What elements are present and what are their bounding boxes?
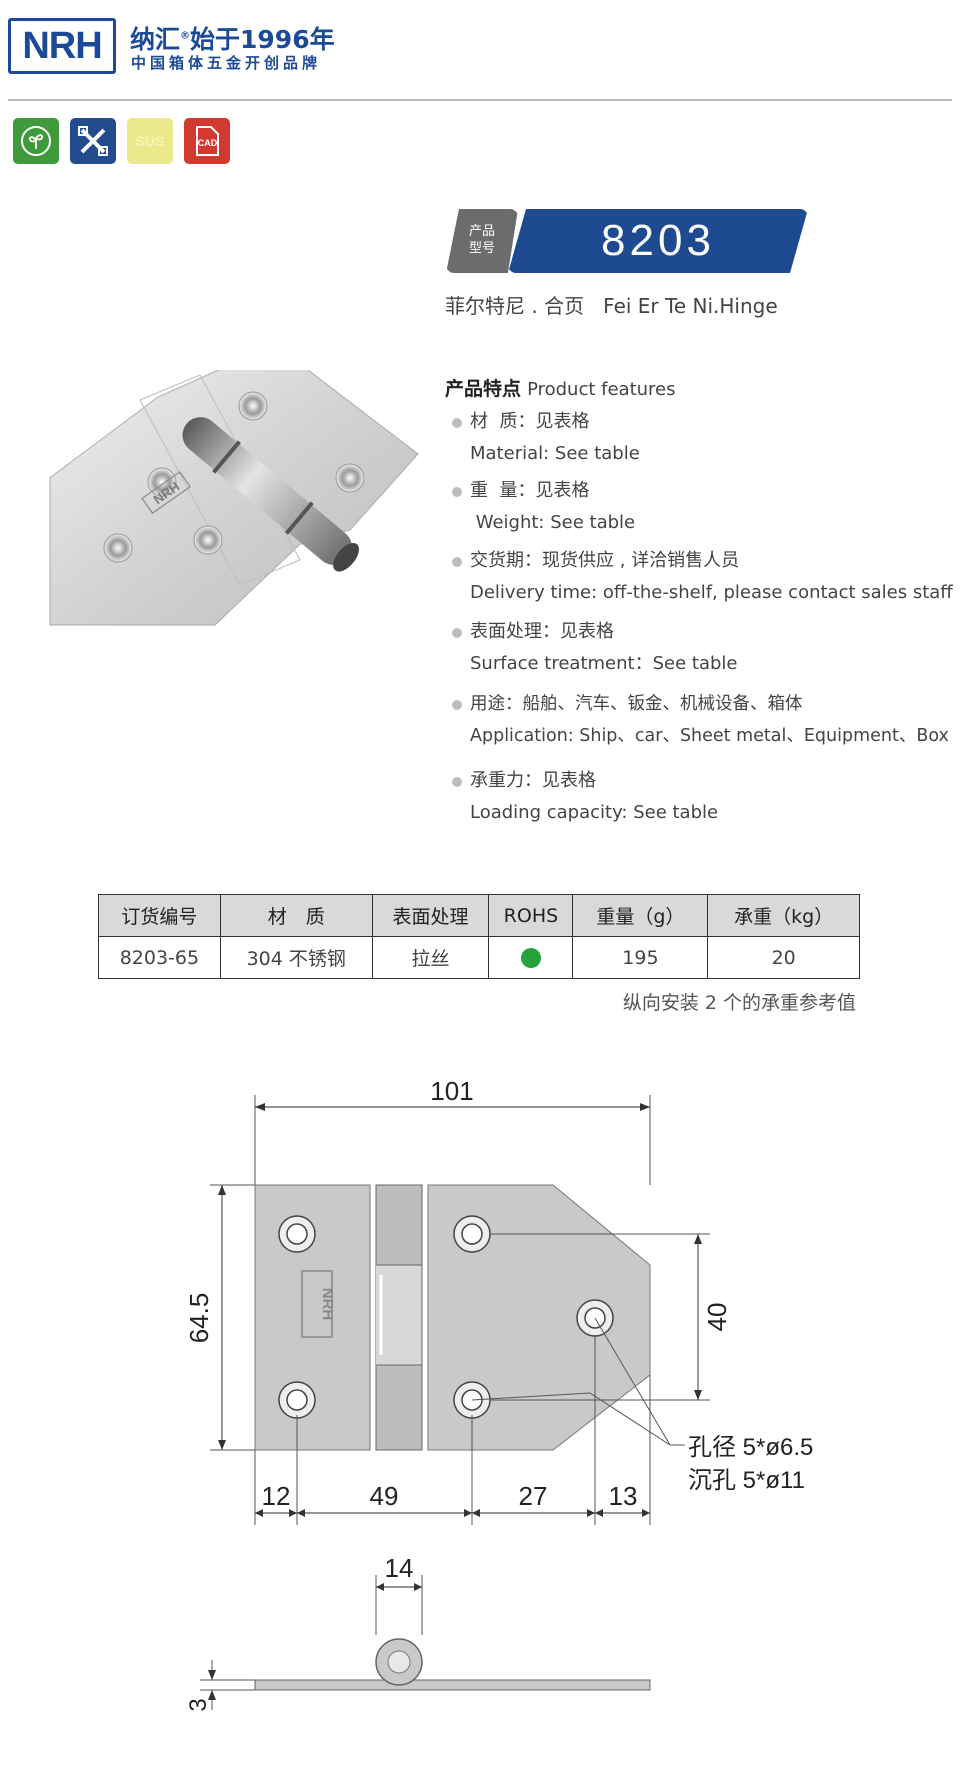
feature-item: 材 质：见表格 Material: See table xyxy=(452,406,640,470)
technical-drawing: 101 64.5 NRH 40 孔径 5*ø6.5 沉孔 5*ø11 xyxy=(184,1076,813,1712)
dim-hole-spacing: 40 xyxy=(702,1303,732,1332)
cell-rohs xyxy=(488,936,574,979)
tools-icon xyxy=(70,118,116,164)
brand-logo: NRH xyxy=(8,18,116,74)
dim-pin-width: 14 xyxy=(385,1553,414,1583)
eco-icon xyxy=(13,118,59,164)
header-finish: 表面处理 xyxy=(371,894,490,937)
header-weight: 重量（g） xyxy=(572,894,709,937)
model-tag: 产品 型号 xyxy=(446,209,518,273)
dim-12: 12 xyxy=(262,1481,291,1511)
table-header-row: 订货编号 材 质 表面处理 ROHS 重量（g） 承重（kg） xyxy=(98,894,860,937)
cad-icon: CAD xyxy=(184,118,230,164)
dim-width-total: 101 xyxy=(430,1076,473,1106)
cell-material: 304 不锈钢 xyxy=(219,936,373,979)
model-number: 8203 xyxy=(508,209,808,273)
dim-27: 27 xyxy=(519,1481,548,1511)
feature-item: 交货期：现货供应 , 详洽销售人员 Delivery time: off-the… xyxy=(452,545,953,609)
header-material: 材 质 xyxy=(219,894,373,937)
cell-load: 20 xyxy=(707,936,860,979)
hole-note-2: 沉孔 5*ø11 xyxy=(688,1467,805,1494)
feature-item: 重 量：见表格 Weight: See table xyxy=(451,475,635,539)
header-rohs: ROHS xyxy=(488,894,574,937)
rohs-dot xyxy=(520,948,541,968)
feature-item: 用途：船舶、汽车、钣金、机械设备、箱体 Application: Ship、ca… xyxy=(452,688,949,752)
header-load: 承重（kg） xyxy=(707,894,860,937)
dim-49: 49 xyxy=(370,1481,399,1511)
feature-item: 表面处理：见表格 Surface treatment：See table xyxy=(451,616,737,680)
brand-subtitle: 中国箱体五金开创品牌 xyxy=(131,54,322,72)
dim-thickness: 3 xyxy=(185,1698,212,1711)
badge-row: SUS CAD xyxy=(13,118,230,164)
spec-table: 订货编号 材 质 表面处理 ROHS 重量（g） 承重（kg） 8203-65 … xyxy=(98,894,860,979)
dim-13: 13 xyxy=(609,1481,638,1511)
hole-note-1: 孔径 5*ø6.5 xyxy=(688,1434,813,1461)
brand-title: 纳汇®始于1996年 xyxy=(130,25,335,54)
brand-since: 始于1996年 xyxy=(190,25,335,54)
header-code: 订货编号 xyxy=(98,894,221,937)
cell-finish: 拉丝 xyxy=(371,936,490,979)
dim-height-total: 64.5 xyxy=(184,1293,214,1344)
cad-label: CAD xyxy=(198,138,218,148)
cell-weight: 195 xyxy=(572,936,709,979)
cell-code: 8203-65 xyxy=(98,936,221,979)
features-title: 产品特点 Product features xyxy=(445,378,676,400)
feature-item: 承重力：见表格 Loading capacity: See table xyxy=(451,765,718,829)
product-photo: NRH xyxy=(49,370,419,626)
sus-icon: SUS xyxy=(127,118,173,164)
logo-text: NRH xyxy=(22,25,102,67)
drawing-plate-logo: NRH xyxy=(319,1288,336,1321)
product-name: 菲尔特尼 . 合页 Fei Er Te Ni.Hinge xyxy=(445,294,778,318)
header-divider xyxy=(8,99,952,101)
table-note: 纵向安装 2 个的承重参考值 xyxy=(622,992,856,1014)
table-row: 8203-65 304 不锈钢 拉丝 195 20 xyxy=(98,936,860,979)
